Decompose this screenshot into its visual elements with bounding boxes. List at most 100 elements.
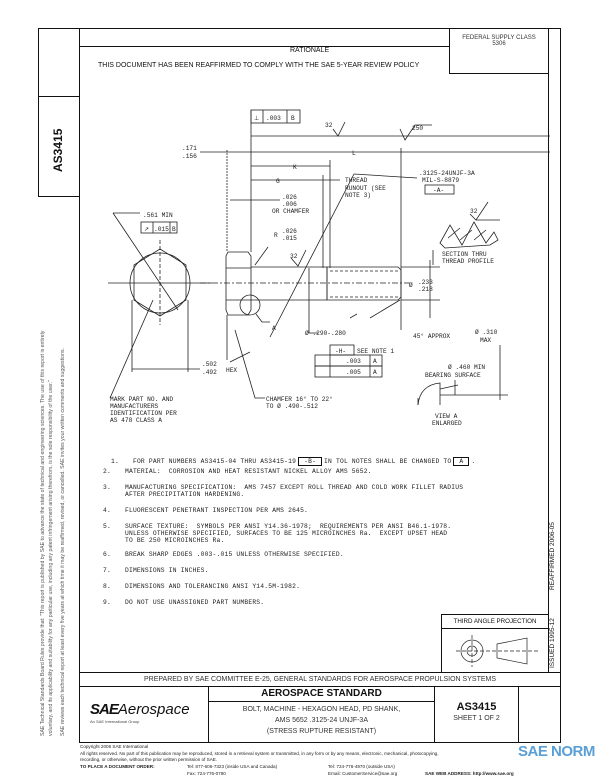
frame-inner-left (79, 28, 80, 742)
frame-right-inner (548, 28, 549, 672)
mark-4: AS 478 CLASS A (110, 417, 162, 424)
col-divider-3 (518, 687, 519, 742)
runout-symbol: ↗ (144, 226, 149, 233)
bolt-drawing: ⊥ .003 B 32 250 .171 .156 L K G THREAD R… (108, 109, 550, 427)
frame-top (38, 28, 561, 29)
datum-box-b: -B- (298, 457, 323, 466)
col-divider-2 (434, 687, 435, 742)
mark-1: MARK PART NO. AND (110, 396, 173, 403)
part-title: BOLT, MACHINE - HEXAGON HEAD, PD SHANK, … (209, 704, 434, 737)
projection-box: THIRD ANGLE PROJECTION (441, 614, 549, 673)
view-a-1: VIEW A (435, 413, 458, 420)
fax: Fax: 724-776-0790 (187, 770, 226, 776)
dia-233: .233 (418, 279, 433, 286)
fcf-1-tol: .003 (346, 358, 361, 365)
approx-45: 45° APPROX (413, 333, 450, 340)
footer: Copyright 2006 SAE International All rig… (80, 744, 514, 778)
title-line-1: BOLT, MACHINE - HEXAGON HEAD, PD SHANK, (242, 706, 401, 713)
fcf-1-datum: A (373, 358, 377, 365)
perp-symbol: ⊥ (254, 115, 259, 122)
tel-us: Tel: 877-606-7323 (inside USA and Canada… (187, 763, 278, 769)
perp-tol: .003 (266, 115, 281, 122)
shank-dia: Ø .290-.280 (305, 330, 346, 337)
or-chamfer: OR CHAMFER (272, 208, 309, 215)
detail-A: A (272, 325, 276, 332)
datum-A: -A- (433, 187, 444, 194)
standard-type: AEROSPACE STANDARD (209, 687, 434, 702)
projection-symbol-icon (456, 635, 538, 667)
col-divider-1 (208, 687, 209, 742)
issued-date: ISSUED 1995-12 (549, 618, 556, 668)
dia-symbol: Ø (409, 282, 413, 289)
radius-R: R (274, 232, 278, 239)
datum-box-a: A (453, 457, 470, 466)
reaffirmed-date: REAFFIRMED 2006-05 (549, 522, 556, 590)
note-1: 1.FOR PART NUMBERS AS3415-04 THRU AS3415… (110, 457, 476, 466)
chamfer-1: CHAMFER 16° TO 22° (266, 396, 333, 403)
see-note-1: SEE NOTE 1 (357, 348, 394, 355)
title-block: SAEAerospace An SAE International Group … (79, 686, 561, 743)
note-8: 8.DIMENSIONS AND TOLERANCING ANSI Y14.5M… (103, 583, 301, 590)
surface-32-a: 32 (325, 122, 333, 129)
note-6: 6.BREAK SHARP EDGES .003-.015 UNLESS OTH… (103, 551, 344, 558)
radius-015: .015 (282, 235, 297, 242)
section-2: THREAD PROFILE (442, 258, 494, 265)
federal-supply-class-label: FEDERAL SUPPLY CLASS (462, 35, 536, 41)
mark-2: MANUFACTURERS (110, 403, 159, 410)
title-line-2: AMS 5652 .3125-24 UNJF-3A (275, 717, 368, 724)
dim-171: .171 (182, 145, 197, 152)
dim-G: G (276, 178, 280, 185)
dia-460: Ø .460 MIN (448, 364, 485, 371)
max: MAX (480, 337, 491, 344)
dia-218: .218 (418, 286, 433, 293)
dim-K: K (293, 164, 297, 171)
logo-tagline: An SAE International Group (90, 719, 140, 724)
frame-right (560, 28, 561, 742)
note-2: 2.MATERIAL: CORROSION AND HEAT RESISTANT… (103, 468, 372, 475)
hex-label: HEX (226, 367, 237, 374)
hex-492: .492 (202, 369, 217, 376)
note-5: 5.SURFACE TEXTURE: SYMBOLS PER ANSI Y14.… (103, 523, 452, 544)
note-9: 9.DO NOT USE UNASSIGNED PART NUMBERS. (103, 599, 265, 606)
copyright: Copyright 2006 SAE International (80, 744, 149, 749)
frame-left (38, 28, 39, 197)
runout-datum: B (172, 226, 176, 233)
logo: SAEAerospace An SAE International Group (90, 701, 205, 724)
fcf-2-datum: A (373, 369, 377, 376)
datum-H: -H- (335, 348, 346, 355)
web-address: SAE WEB ADDRESS: http://www.sae.org (425, 770, 514, 776)
surface-250: 250 (412, 125, 423, 132)
order-label: TO PLACE A DOCUMENT ORDER: (80, 763, 155, 769)
watermark: SAE NORM (518, 743, 595, 760)
doc-number: AS3415 (456, 701, 497, 713)
prepared-by-row: PREPARED BY SAE COMMITTEE E-25, GENERAL … (79, 672, 561, 687)
radius-026: .026 (282, 228, 297, 235)
rationale-text: THIS DOCUMENT HAS BEEN REAFFIRMED TO COM… (98, 62, 420, 69)
dia-310: Ø .310 (475, 329, 498, 336)
federal-supply-class-box: FEDERAL SUPPLY CLASS 5306 (449, 28, 549, 74)
min-561: .561 MIN (143, 212, 173, 219)
note-3: 3.MANUFACTURING SPECIFICATION: AMS 7457 … (103, 484, 464, 498)
view-a-2: ENLARGED (432, 420, 462, 427)
bearing-surface: BEARING SURFACE (425, 372, 481, 379)
hex-502: .502 (202, 361, 217, 368)
title-line-3: (STRESS RUPTURE RESISTANT) (266, 728, 377, 735)
tel-intl: Tel: 724-776-4970 (outside USA) (328, 763, 395, 769)
dim-156: .156 (182, 153, 197, 160)
rationale-title: RATIONALE (290, 47, 330, 54)
surface-32-c: 32 (470, 208, 478, 215)
rights-1: All rights reserved. No part of this pub… (80, 750, 439, 756)
logo-sae: SAE (90, 701, 119, 718)
sheet-number: SHEET 1 OF 2 (453, 715, 500, 722)
mark-3: IDENTIFICATION PER (110, 410, 177, 417)
runout-tol: .015 (154, 226, 169, 233)
side-number-top (38, 96, 79, 97)
note-4: 4.FLUORESCENT PENETRANT INSPECTION PER A… (103, 507, 309, 514)
rights-2: recording, or otherwise, without the pri… (80, 757, 218, 762)
thread-runout-1: THREAD (345, 177, 368, 184)
surface-32-b: 32 (290, 253, 298, 260)
section-1: SECTION THRU (442, 251, 487, 258)
thread-spec: .3125-24UNJF-3A (419, 170, 475, 177)
rationale-line (79, 46, 449, 47)
thread-runout-2: RUNOUT (SEE (345, 185, 386, 192)
